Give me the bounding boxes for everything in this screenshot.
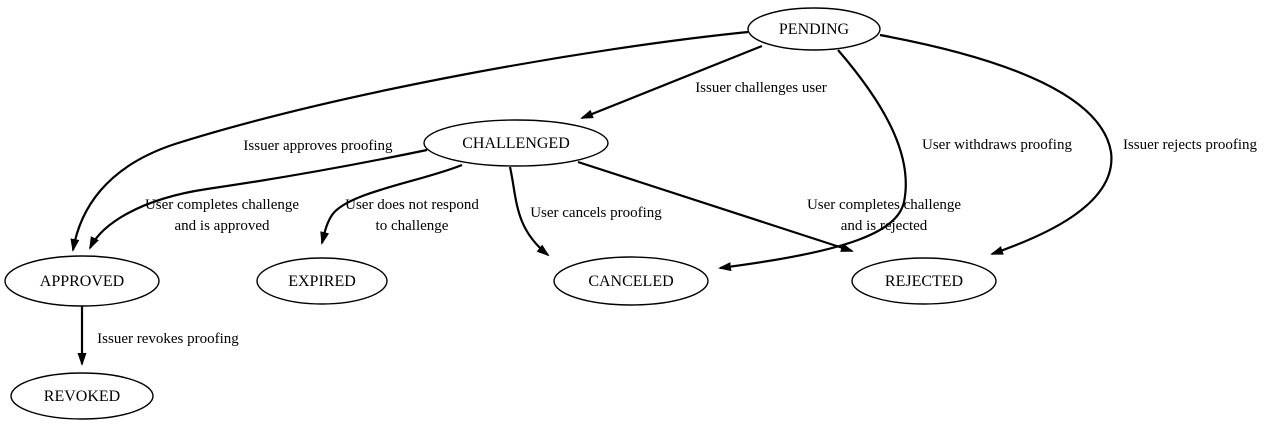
- edge-challenged-canceled: [508, 166, 550, 257]
- edge-challenged-expired: [320, 163, 463, 245]
- state-ellipse-approved: [4, 255, 160, 307]
- state-node-canceled: CANCELED: [553, 256, 709, 306]
- edge-label-issuer-challenges-user: Issuer challenges user: [695, 80, 827, 96]
- state-ellipse-pending: [747, 7, 881, 51]
- edge-pending-challenged: [580, 44, 763, 120]
- state-ellipse-expired: [256, 257, 388, 305]
- state-label-challenged: CHALLENGED: [462, 135, 570, 152]
- edge-label-user-completes-challenge-rejected-line1: User completes challenge: [807, 197, 961, 213]
- edge-label-user-does-not-respond-line2: to challenge: [376, 218, 449, 234]
- edge-label-issuer-approves-proofing: Issuer approves proofing: [243, 138, 393, 154]
- edge-label-user-completes-challenge-approved-line1: User completes challenge: [145, 197, 299, 213]
- state-label-revoked: REVOKED: [44, 388, 120, 405]
- edge-label-issuer-revokes-proofing: Issuer revokes proofing: [97, 331, 239, 347]
- state-label-expired: EXPIRED: [288, 273, 356, 290]
- edges: [70, 30, 1113, 366]
- edge-labels: Issuer challenges user Issuer approves p…: [97, 80, 1257, 347]
- state-ellipse-rejected: [851, 257, 997, 305]
- edge-label-user-completes-challenge-rejected-line2: and is rejected: [841, 218, 928, 234]
- edge-label-issuer-rejects-proofing: Issuer rejects proofing: [1123, 137, 1258, 153]
- edge-challenged-approved: [89, 148, 428, 250]
- edge-pending-rejected: [879, 33, 1113, 256]
- state-label-canceled: CANCELED: [588, 273, 673, 290]
- state-label-approved: APPROVED: [40, 273, 124, 290]
- state-nodes: PENDING CHALLENGED APPROVED EXPIRED CANC…: [4, 7, 997, 420]
- edge-pending-canceled: [718, 49, 907, 272]
- state-ellipse-challenged: [423, 119, 609, 167]
- state-label-rejected: REJECTED: [885, 273, 963, 290]
- state-node-challenged: CHALLENGED: [423, 119, 609, 167]
- state-node-rejected: REJECTED: [851, 257, 997, 305]
- state-node-revoked: REVOKED: [10, 372, 154, 420]
- edge-label-user-withdraws-proofing: User withdraws proofing: [922, 137, 1072, 153]
- edge-label-user-completes-challenge-approved-line2: and is approved: [175, 218, 270, 234]
- edge-label-user-does-not-respond-line1: User does not respond: [345, 197, 479, 213]
- edge-label-user-cancels-proofing: User cancels proofing: [530, 205, 662, 221]
- state-node-approved: APPROVED: [4, 255, 160, 307]
- state-ellipse-revoked: [10, 372, 154, 420]
- state-label-pending: PENDING: [779, 21, 850, 38]
- edge-pending-approved: [70, 30, 749, 252]
- state-ellipse-canceled: [553, 256, 709, 306]
- state-node-pending: PENDING: [747, 7, 881, 51]
- state-node-expired: EXPIRED: [256, 257, 388, 305]
- edge-challenged-rejected: [577, 160, 854, 253]
